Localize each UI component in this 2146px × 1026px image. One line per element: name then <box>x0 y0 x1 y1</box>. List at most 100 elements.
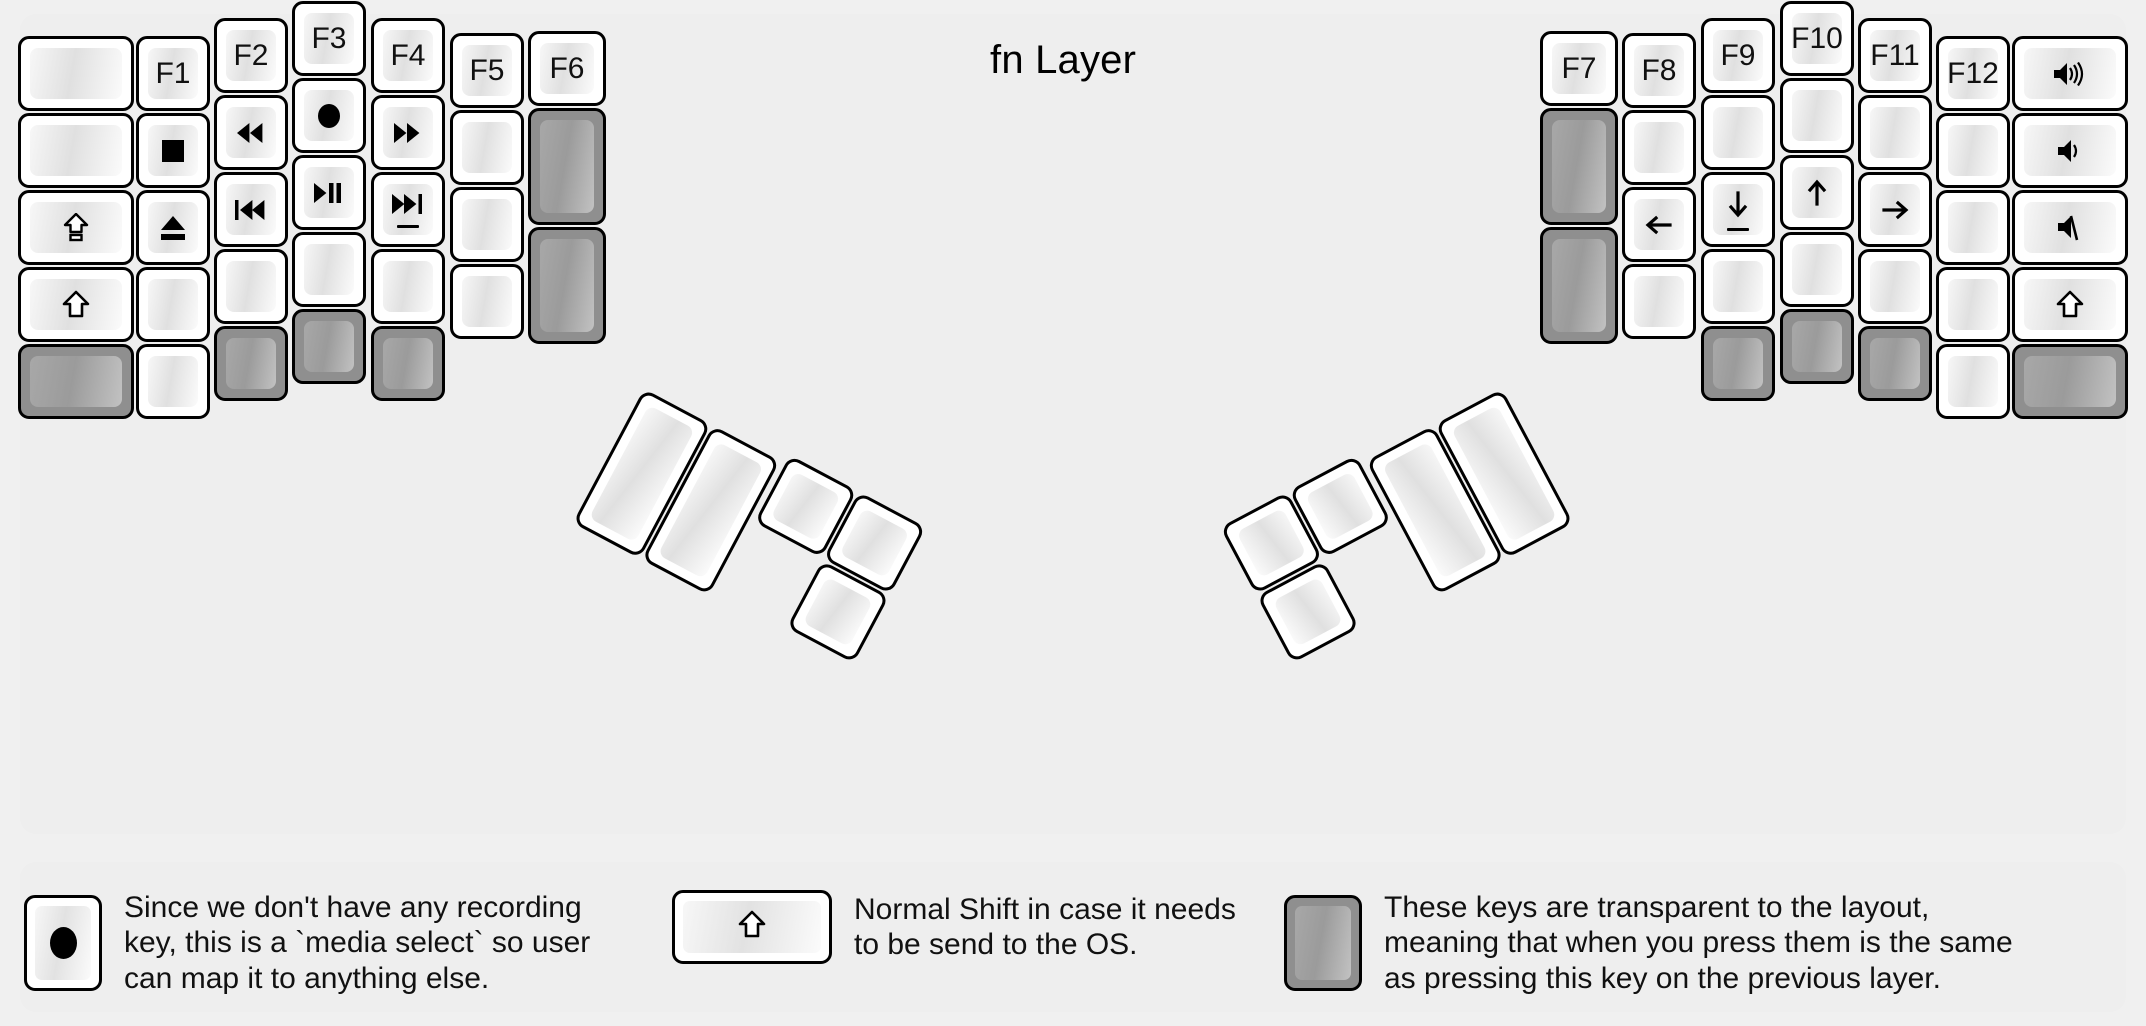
left-key-transparent[interactable] <box>371 326 445 401</box>
right-key-arrow-right[interactable] <box>1858 172 1932 247</box>
keycap-surface <box>1634 122 1684 173</box>
keycap-surface <box>1713 184 1763 235</box>
right-key-blank[interactable] <box>1701 95 1775 170</box>
right-key-arrow-left[interactable] <box>1622 187 1696 262</box>
keycap-surface <box>304 90 354 141</box>
page-title: fn Layer <box>990 38 1137 82</box>
key-label: F12 <box>1948 56 1998 90</box>
right-key-f12[interactable]: F12 <box>1936 36 2010 111</box>
key-label: F10 <box>1792 21 1842 55</box>
right-key-blank[interactable] <box>1858 249 1932 324</box>
keycap-surface <box>30 125 122 176</box>
keycap-surface <box>1948 356 1998 407</box>
right-key-blank[interactable] <box>1701 249 1775 324</box>
right-key-transparent[interactable] <box>2012 344 2128 419</box>
left-key-prev-track[interactable] <box>214 172 288 247</box>
left-key-blank[interactable] <box>450 264 524 339</box>
right-key-f7[interactable]: F7 <box>1540 31 1618 106</box>
right-key-f9[interactable]: F9 <box>1701 18 1775 93</box>
left-key-f2[interactable]: F2 <box>214 18 288 93</box>
right-key-transparent[interactable] <box>1858 326 1932 401</box>
left-key-f3[interactable]: F3 <box>292 1 366 76</box>
keycap-surface <box>304 167 354 218</box>
right-key-blank[interactable] <box>1622 110 1696 185</box>
left-key-blank[interactable] <box>18 36 134 111</box>
left-key-transparent[interactable] <box>528 227 606 344</box>
right-key-volume-down[interactable] <box>2012 113 2128 188</box>
left-key-f4[interactable]: F4 <box>371 18 445 93</box>
left-key-blank[interactable] <box>371 249 445 324</box>
keycap-surface <box>35 906 91 981</box>
left-key-blank[interactable] <box>136 267 210 342</box>
key-label: F9 <box>1720 38 1756 72</box>
right-key-shift[interactable] <box>2012 267 2128 342</box>
keycap-surface <box>304 244 354 295</box>
left-key-transparent[interactable] <box>292 309 366 384</box>
keycap-surface <box>383 338 433 389</box>
keycap-surface <box>1272 576 1344 648</box>
keycap-surface <box>30 279 122 330</box>
right-key-blank[interactable] <box>1936 344 2010 419</box>
left-key-eject[interactable] <box>136 190 210 265</box>
fast-forward-icon <box>394 121 422 145</box>
left-key-transparent[interactable] <box>214 326 288 401</box>
left-key-transparent[interactable] <box>528 108 606 225</box>
right-key-blank[interactable] <box>1936 267 2010 342</box>
left-key-f6[interactable]: F6 <box>528 31 606 106</box>
keycap-surface <box>1870 261 1920 312</box>
keycap-surface <box>1948 125 1998 176</box>
volume-mute-icon <box>2057 214 2083 242</box>
keycap-surface: F2 <box>226 30 276 81</box>
left-key-f5[interactable]: F5 <box>450 33 524 108</box>
right-key-arrow-down[interactable] <box>1701 172 1775 247</box>
key-label: F6 <box>549 51 585 85</box>
left-key-play-pause[interactable] <box>292 155 366 230</box>
left-key-f1[interactable]: F1 <box>136 36 210 111</box>
left-key-stop[interactable] <box>136 113 210 188</box>
right-key-transparent[interactable] <box>1701 326 1775 401</box>
right-key-transparent[interactable] <box>1780 309 1854 384</box>
right-key-transparent[interactable] <box>1540 227 1618 344</box>
caps-lock-icon <box>62 212 90 243</box>
right-key-arrow-up[interactable] <box>1780 155 1854 230</box>
left-key-blank[interactable] <box>450 187 524 262</box>
keycap-surface <box>148 202 198 253</box>
left-key-fast-forward[interactable] <box>371 95 445 170</box>
left-key-blank[interactable] <box>18 113 134 188</box>
right-key-volume-up[interactable] <box>2012 36 2128 111</box>
right-key-f10[interactable]: F10 <box>1780 1 1854 76</box>
right-key-blank[interactable] <box>1622 264 1696 339</box>
right-key-blank[interactable] <box>1936 190 2010 265</box>
right-key-f11[interactable]: F11 <box>1858 18 1932 93</box>
left-key-shift[interactable] <box>18 267 134 342</box>
left-key-rewind[interactable] <box>214 95 288 170</box>
left-key-blank[interactable] <box>136 344 210 419</box>
keycap-surface: F4 <box>383 30 433 81</box>
stop-icon <box>159 137 187 165</box>
right-key-f8[interactable]: F8 <box>1622 33 1696 108</box>
keycap-surface <box>1870 184 1920 235</box>
keycap-surface <box>304 321 354 372</box>
keycap-surface <box>383 107 433 158</box>
keycap-surface <box>2024 356 2116 407</box>
keycap-surface <box>30 356 122 407</box>
right-key-blank[interactable] <box>1780 78 1854 153</box>
right-key-blank[interactable] <box>1936 113 2010 188</box>
right-key-blank[interactable] <box>1780 232 1854 307</box>
left-key-blank[interactable] <box>214 249 288 324</box>
left-key-blank[interactable] <box>450 110 524 185</box>
eject-icon <box>159 214 187 242</box>
left-key-record[interactable] <box>292 78 366 153</box>
volume-up-icon <box>2053 61 2087 87</box>
left-key-next-track[interactable] <box>371 172 445 247</box>
left-key-transparent[interactable] <box>18 344 134 419</box>
left-key-blank[interactable] <box>292 232 366 307</box>
right-key-volume-mute[interactable] <box>2012 190 2128 265</box>
key-label: F11 <box>1870 38 1920 72</box>
key-label: F7 <box>1561 51 1597 85</box>
left-key-caps-lock[interactable] <box>18 190 134 265</box>
legend-media-select-text: Since we don't have any recording key, t… <box>124 891 591 995</box>
right-key-transparent[interactable] <box>1540 108 1618 225</box>
keycap-surface <box>1634 276 1684 327</box>
right-key-blank[interactable] <box>1858 95 1932 170</box>
